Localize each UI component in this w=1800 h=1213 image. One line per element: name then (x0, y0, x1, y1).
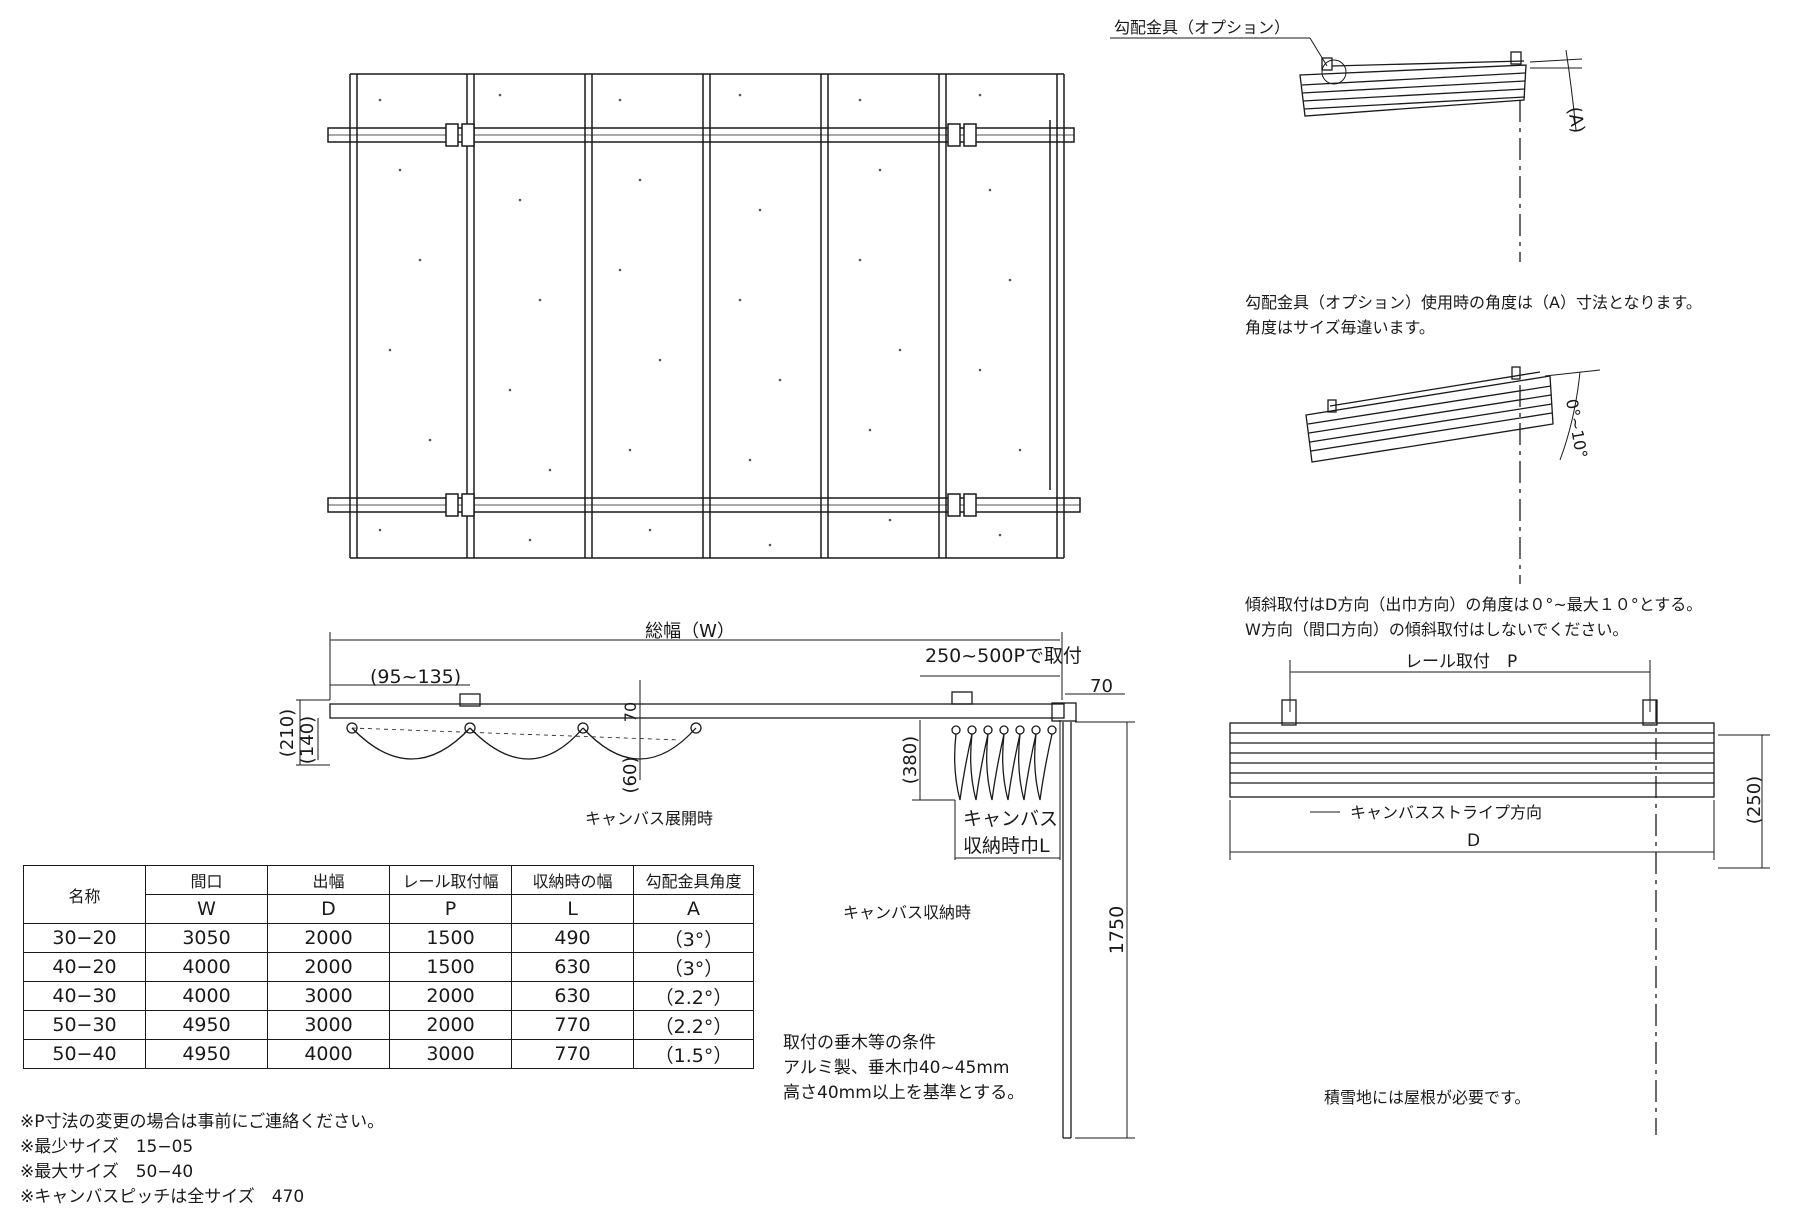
cell-w: 4950 (145, 1039, 268, 1069)
footnote: ※最大サイズ 50−40 (20, 1162, 194, 1182)
dim-250-label: (250) (1744, 776, 1765, 824)
offset-label: (95~135) (370, 666, 461, 688)
symbol-w: W (145, 894, 268, 924)
dim-380-label: (380) (900, 736, 921, 784)
dim-60-label: (60) (620, 757, 641, 794)
header-frontage: 間口 (145, 865, 268, 895)
plan-view (327, 73, 1081, 559)
table-row: 50−40 4950 4000 3000 770 （1.5°） (23, 1039, 754, 1069)
dim-70-label: 70 (621, 702, 640, 722)
footnote: ※最少サイズ 15−05 (20, 1137, 194, 1157)
plan-rail-bottom (327, 493, 1081, 517)
header-rail-width: レール取付幅 (389, 865, 512, 895)
gradient-detail-top (1110, 37, 1583, 262)
cell-name: 40−30 (23, 981, 146, 1011)
stored-label-1: キャンバス (963, 808, 1058, 830)
cell-a: （1.5°） (633, 1039, 754, 1069)
cell-l: 770 (511, 1010, 634, 1040)
pitch-label: 250~500Pで取付 (925, 645, 1082, 667)
angle-range-label: 0°~10° (1562, 397, 1591, 459)
option-label: 勾配金具（オプション） (1114, 18, 1290, 37)
snow-note: 積雪地には屋根が必要です。 (1324, 1088, 1530, 1107)
cell-d: 4000 (267, 1039, 390, 1069)
symbol-l: L (511, 894, 634, 924)
footnote: ※P寸法の変更の場合は事前にご連絡ください。 (20, 1112, 385, 1132)
stored-label-2: 収納時巾L (963, 835, 1050, 857)
dim-210-label: (210) (277, 709, 298, 757)
cell-w: 4950 (145, 1010, 268, 1040)
header-bracket-angle: 勾配金具角度 (633, 865, 754, 895)
table-row: 30−20 3050 2000 1500 490 （3°） (23, 923, 754, 953)
cell-l: 490 (511, 923, 634, 953)
cell-a: （2.2°） (633, 981, 754, 1011)
cell-p: 3000 (389, 1039, 512, 1069)
depth-label: D (1467, 831, 1480, 851)
cell-name: 40−20 (23, 952, 146, 982)
stored-caption: キャンバス収納時 (843, 903, 971, 922)
cell-w: 4000 (145, 952, 268, 982)
dim-70-right: 70 (1090, 676, 1113, 697)
cell-name: 30−20 (23, 923, 146, 953)
stored-canvas (951, 725, 1057, 801)
header-stored-width: 収納時の幅 (511, 865, 634, 895)
cell-a: （3°） (633, 923, 754, 953)
header-projection: 出幅 (267, 865, 390, 895)
table-header-row: 名称 間口 出幅 レール取付幅 収納時の幅 勾配金具角度 (23, 865, 754, 924)
tilt-note-2: W方向（間口方向）の傾斜取付はしないでください。 (1245, 620, 1628, 639)
table-symbol-row: W D P L A (24, 894, 754, 924)
total-width-label: 総幅（W） (645, 621, 735, 642)
mount-condition-3: 高さ40mm以上を基準とする。 (783, 1083, 1024, 1103)
cell-d: 2000 (267, 923, 390, 953)
mount-condition-2: アルミ製、垂木巾40~45mm (783, 1058, 1009, 1078)
option-note-2: 角度はサイズ毎違います。 (1245, 318, 1435, 337)
footnote: ※キャンバスピッチは全サイズ 470 (20, 1187, 305, 1207)
cell-l: 770 (511, 1039, 634, 1069)
deployed-canvas (346, 722, 702, 760)
tilt-note-1: 傾斜取付はD方向（出巾方向）の角度は０°~最大１０°とする。 (1245, 595, 1702, 614)
cell-d: 3000 (267, 1010, 390, 1040)
deployed-label: キャンバス展開時 (585, 809, 713, 828)
plan-rail-top (327, 123, 1075, 147)
cell-w: 3050 (145, 923, 268, 953)
table-row: 40−30 4000 3000 2000 630 （2.2°） (23, 981, 754, 1011)
side-view (296, 632, 1135, 1139)
rail-pitch-label: レール取付 P (1405, 652, 1517, 672)
cell-l: 630 (511, 952, 634, 982)
spec-table: 名称 間口 出幅 レール取付幅 収納時の幅 勾配金具角度 W D P L A 3… (23, 865, 754, 1069)
plan-panel-bars (349, 74, 1065, 558)
cell-a: （2.2°） (633, 1010, 754, 1040)
cell-p: 1500 (389, 952, 512, 982)
dim-140-label: (140) (297, 716, 318, 764)
mount-condition-1: 取付の垂木等の条件 (783, 1033, 936, 1053)
symbol-a: A (633, 894, 754, 924)
cell-d: 3000 (267, 981, 390, 1011)
cell-a: （3°） (633, 952, 754, 982)
front-view (1229, 660, 1770, 1135)
table-row: 50−30 4950 3000 2000 770 （2.2°） (23, 1010, 754, 1040)
cell-l: 630 (511, 981, 634, 1011)
symbol-d: D (267, 894, 390, 924)
angle-a-label: (A) (1563, 105, 1588, 135)
cell-p: 1500 (389, 923, 512, 953)
option-note-1: 勾配金具（オプション）使用時の角度は（A）寸法となります。 (1245, 293, 1702, 312)
header-name: 名称 (23, 865, 146, 924)
cell-name: 50−40 (23, 1039, 146, 1069)
table-row: 40−20 4000 2000 1500 630 （3°） (23, 952, 754, 982)
tilt-detail (1305, 366, 1601, 584)
cell-d: 2000 (267, 952, 390, 982)
symbol-p: P (389, 894, 512, 924)
cell-p: 2000 (389, 981, 512, 1011)
cell-w: 4000 (145, 981, 268, 1011)
stripe-direction-label: キャンバスストライプ方向 (1350, 803, 1542, 822)
canvas-texture (378, 93, 1022, 547)
footnotes: ※P寸法の変更の場合は事前にご連絡ください。 ※最少サイズ 15−05 ※最大サ… (20, 1110, 384, 1210)
height-1750-label: 1750 (1106, 906, 1128, 954)
cell-name: 50−30 (23, 1010, 146, 1040)
cell-p: 2000 (389, 1010, 512, 1040)
